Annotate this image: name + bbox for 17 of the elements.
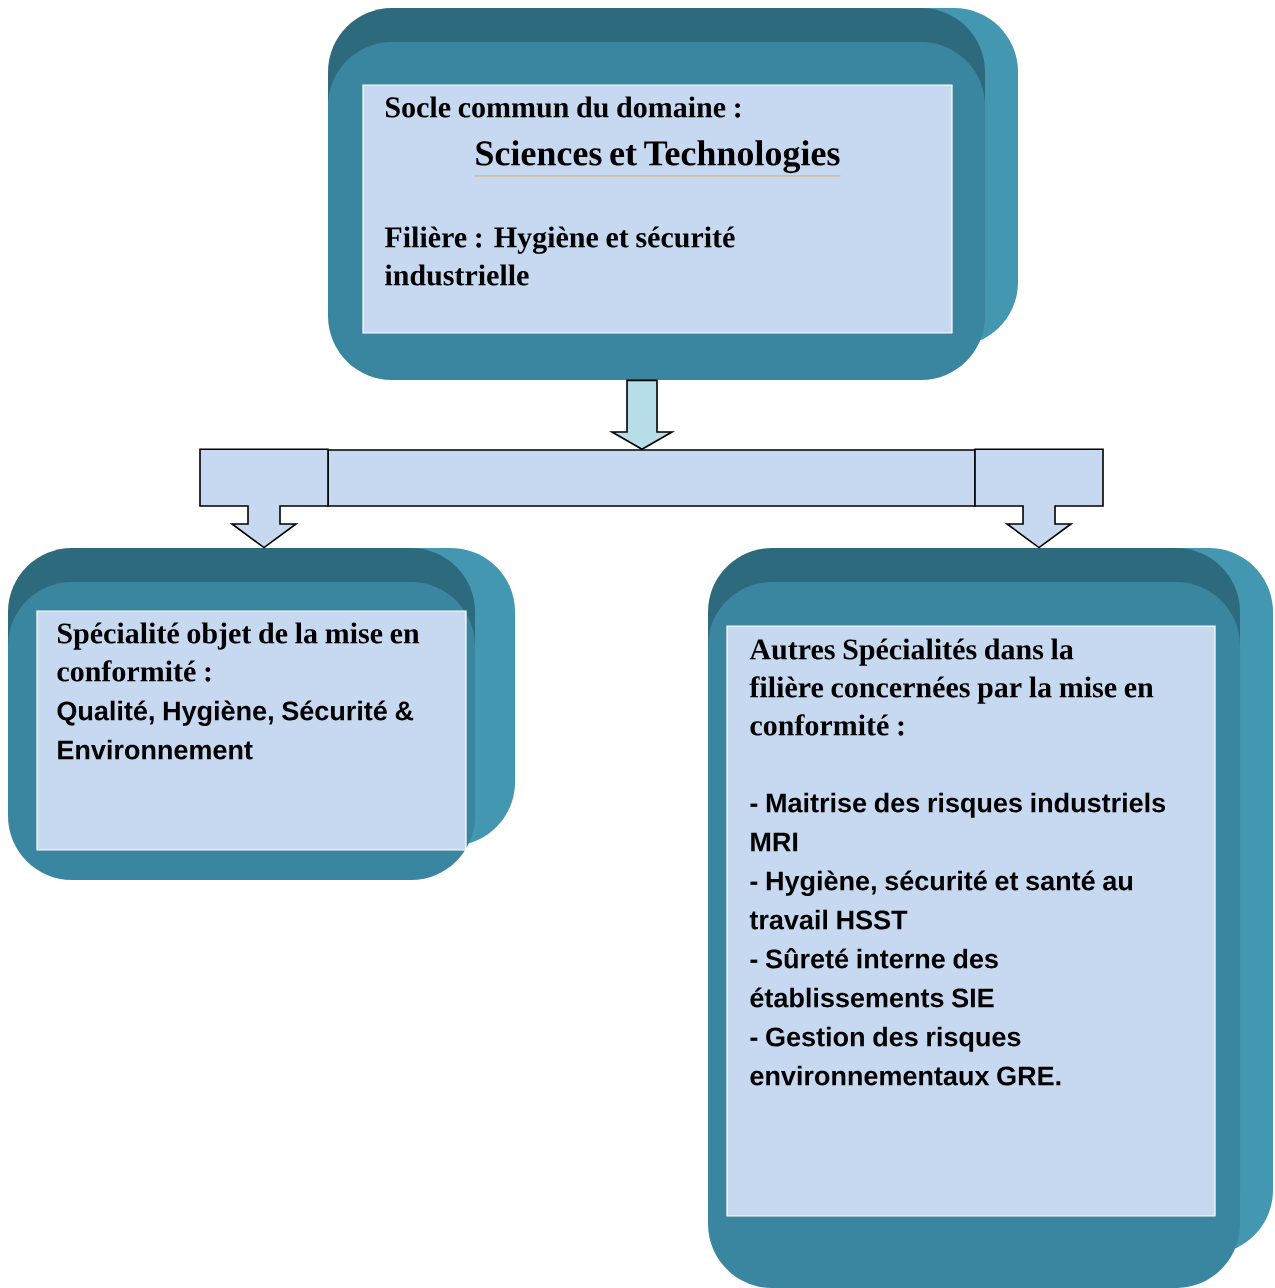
heading-text: Spécialité objet de la mise en conformité : (57, 622, 420, 682)
body-text: - Hygiène, sécurité et santé au travail HSST (749, 870, 1133, 930)
rounded-box (708, 548, 1273, 1288)
body-text: - Gestion des risques environnementaux GRE. (750, 1026, 1061, 1086)
block-arrow (199, 448, 329, 549)
block-arrow (974, 448, 1104, 549)
body-text: - Sûreté interne des établissements SIE (750, 948, 998, 1008)
rounded-box (328, 8, 1018, 380)
heading-text: Autres Spécialités dans la filière concernées par la mise en conformité : (749, 638, 1154, 736)
rounded-box (8, 548, 515, 880)
body-text: - Maitrise des risques industriels MRI (750, 792, 1166, 852)
body-text: Qualité, Hygiène, Sécurité & Environnement (57, 700, 414, 760)
heading-text: Filière : Hygiène et sécurité industrielle (384, 226, 735, 286)
bar (327, 449, 976, 507)
block-arrow (609, 379, 675, 451)
heading-text: Socle commun du domaine : (386, 96, 741, 118)
title-text: Sciences et Technologies (474, 140, 841, 177)
